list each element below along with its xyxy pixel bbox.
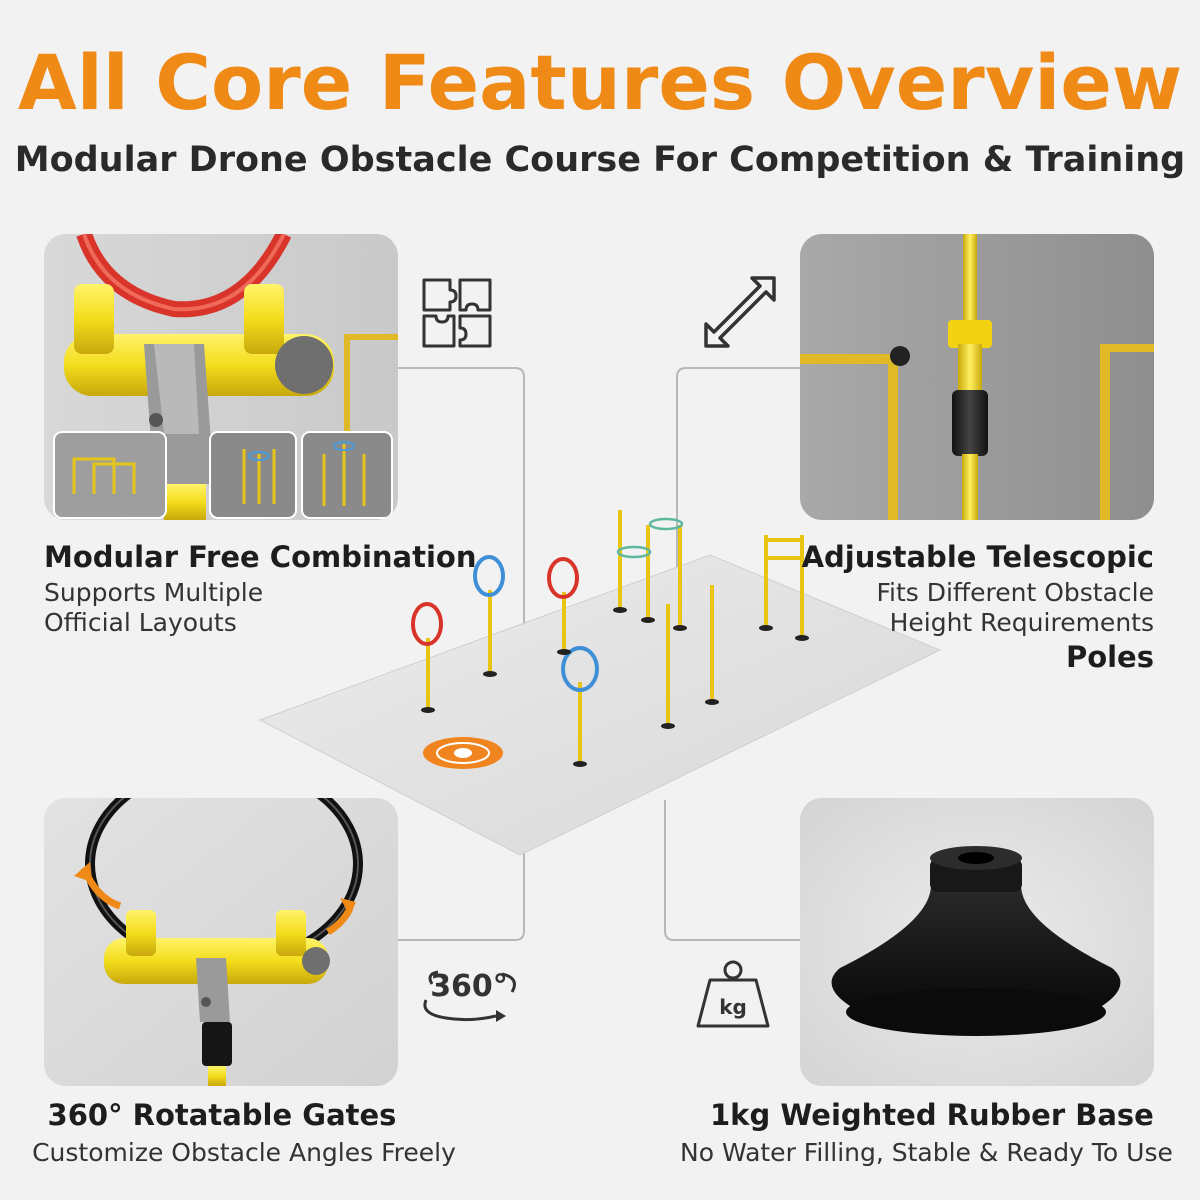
base-feature-title: 1kg Weighted Rubber Base: [710, 1098, 1154, 1132]
page-subtitle: Modular Drone Obstacle Course For Compet…: [14, 140, 1186, 180]
modular-feature-title: Modular Free Combination: [44, 540, 477, 574]
telescopic-feature-title: Adjustable Telescopic: [801, 540, 1154, 574]
page-title: All Core Features Overview: [17, 38, 1183, 127]
telescopic-feature-desc-line1: Fits Different Obstacle: [876, 578, 1154, 607]
modular-feature-desc-line1: Supports Multiple: [44, 578, 264, 607]
telescopic-pole-photo: [800, 234, 1154, 520]
telescopic-feature-desc-line2: Height Requirements: [889, 608, 1154, 637]
weight-kg-icon: kg: [696, 960, 770, 1028]
rotatable-gate-photo: [44, 798, 398, 1086]
rotatable-feature-desc: Customize Obstacle Angles Freely: [32, 1138, 456, 1167]
modular-feature-desc-line2: Official Layouts: [44, 608, 237, 637]
weight-kg-icon-text: kg: [719, 995, 747, 1019]
puzzle-icon: [422, 278, 492, 348]
rotate-360-icon-text: 360°: [430, 969, 508, 1004]
resize-arrows-icon: [704, 276, 776, 348]
obstacle-course-illustration: [258, 510, 942, 856]
rotate-360-icon: 360°: [423, 969, 516, 1022]
rubber-base-photo: [800, 798, 1154, 1086]
modular-connector-photo: [44, 234, 398, 520]
telescopic-feature-desc-line3: Poles: [1065, 640, 1154, 674]
rotatable-feature-title: 360° Rotatable Gates: [47, 1098, 397, 1132]
base-feature-desc: No Water Filling, Stable & Ready To Use: [680, 1138, 1173, 1167]
